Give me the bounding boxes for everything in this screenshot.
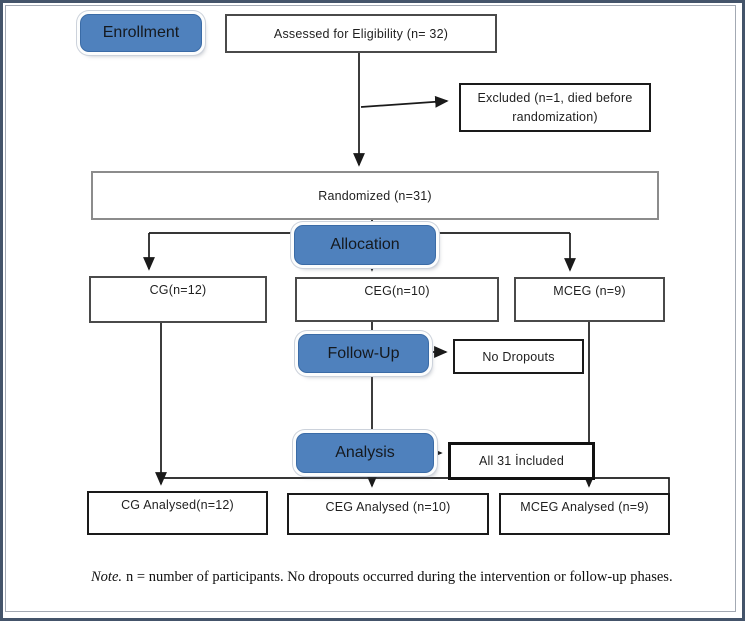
excluded-box: Excluded (n=1, died before randomization… [459, 83, 651, 132]
line-analysed-connector [161, 477, 670, 493]
ceg-analysed-box: CEG Analysed (n=10) [287, 493, 489, 535]
excluded-line1: Excluded (n=1, died before [477, 91, 633, 106]
allocation-stage-badge: Allocation [294, 225, 436, 265]
cg-analysed-box: CG Analysed(n=12) [87, 491, 268, 535]
analysis-stage-badge: Analysis [296, 433, 434, 473]
assessed-for-eligibility-box: Assessed for Eligibility (n= 32) [225, 14, 497, 53]
followup-stage-badge: Follow-Up [298, 334, 429, 373]
ceg-group-box: CEG(n=10) [295, 277, 499, 322]
mceg-group-box: MCEG (n=9) [514, 277, 665, 322]
arrow-to-excluded [360, 95, 449, 108]
note-body: n = number of participants. No dropouts … [126, 569, 673, 585]
cg-group-box: CG(n=12) [89, 276, 267, 323]
no-dropouts-box: No Dropouts [453, 339, 584, 374]
mceg-analysed-box: MCEG Analysed (n=9) [499, 493, 670, 535]
note-lead: Note. [91, 569, 123, 585]
enrollment-stage-badge: Enrollment [80, 14, 202, 52]
randomized-box: Randomized (n=31) [91, 171, 659, 220]
figure-note: Note.n = number of participants. No drop… [91, 567, 683, 589]
consort-flow-diagram: Enrollment Allocation Follow-Up Analysis… [3, 3, 742, 618]
all-included-box: All 31 İncluded [448, 442, 595, 480]
excluded-line2: randomization) [512, 109, 598, 124]
